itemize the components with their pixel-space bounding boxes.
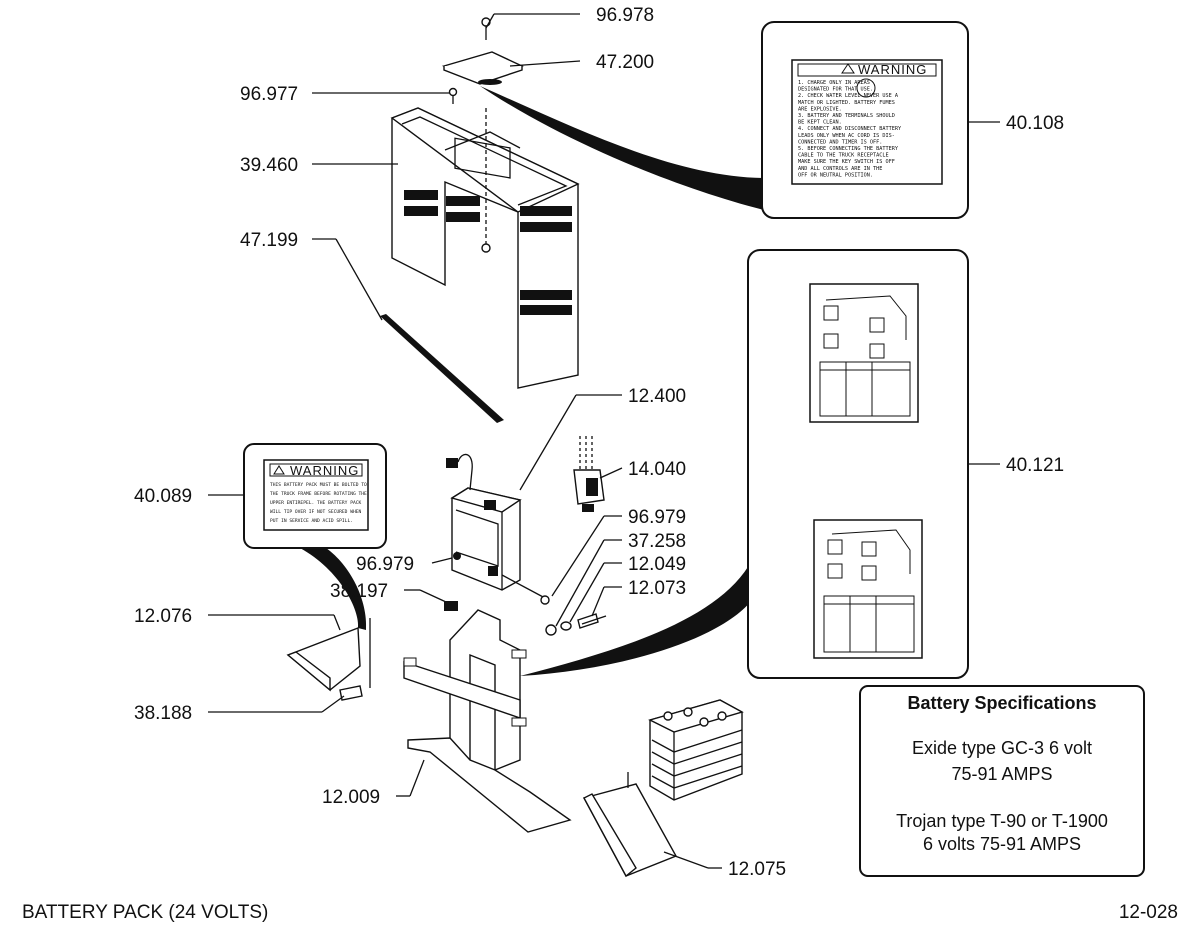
warning-decal-top-line-14: OFF OR NEUTRAL POSITION.: [798, 172, 873, 178]
warning-decal-top-line-2: 2. CHECK WATER LEVEL NEVER USE A: [798, 93, 899, 99]
callout-14040: 14.040: [628, 459, 686, 480]
warning-decal-left-title: WARNING: [290, 463, 359, 478]
warning-decal-top-title: WARNING: [858, 62, 927, 77]
page-title: BATTERY PACK (24 VOLTS): [22, 902, 268, 923]
warning-decal-left-line-1: THE TRUCK FRAME BEFORE ROTATING THE: [270, 491, 367, 497]
callout-39460: 39.460: [240, 155, 298, 176]
warning-decal-left-line-2: UPPER ENTIREPEL. THE BATTERY PACK: [270, 500, 362, 506]
warning-decal-left-line-0: THIS BATTERY PACK MUST BE BOLTED TO: [270, 482, 367, 488]
hardware-small: [453, 552, 607, 636]
side-tray-12076: [286, 618, 371, 692]
callout-40121: 40.121: [1006, 455, 1064, 476]
wiring-decal-upper: [809, 283, 919, 423]
callout-12075: 12.075: [728, 859, 786, 880]
callout-96979-right: 96.979: [628, 507, 686, 528]
cover-plate-47200: [441, 51, 524, 85]
callout-38188: 38.188: [134, 703, 192, 724]
warning-decal-top-line-0: 1. CHARGE ONLY IN AREAS: [798, 80, 870, 86]
warning-decal-top-line-10: 5. BEFORE CONNECTING THE BATTERY: [798, 146, 899, 152]
decal-pointer-40108: [480, 86, 772, 212]
callout-96979-left: 96.979: [356, 554, 414, 575]
decal-pointer-40089: [300, 548, 367, 630]
warning-decal-top-line-3: MATCH OR LIGHTED. BATTERY FUMES: [798, 100, 895, 106]
warning-decal-left-line-3: WILL TIP OVER IF NOT SECURED WHEN: [270, 509, 362, 515]
specs-line-1: Exide type GC-3 6 volt: [912, 738, 1092, 758]
specs-title: Battery Specifications: [907, 693, 1096, 713]
warning-decal-top-line-8: LEADS ONLY WHEN AC CORD IS DIS-: [798, 133, 895, 139]
warning-decal-top-line-5: 3. BATTERY AND TERMINALS SHOULD: [798, 113, 895, 119]
battery-cover-39460: [390, 107, 580, 389]
screw-96977: [448, 87, 458, 104]
callout-12400: 12.400: [628, 386, 686, 407]
clip-38197: [444, 601, 458, 611]
callout-12049: 12.049: [628, 554, 686, 575]
warning-decal-top-line-7: 4. CONNECT AND DISCONNECT BATTERY: [798, 126, 902, 132]
connector-14040: [573, 436, 605, 512]
callout-47200: 47.200: [596, 52, 654, 73]
screw-96978: [481, 17, 491, 40]
trim-strip-47199: [380, 314, 504, 423]
battery-specifications-box: Battery Specifications Exide type GC-3 6…: [859, 685, 1145, 877]
decal-pointer-40121: [520, 560, 752, 676]
callout-38197: 38.197: [330, 581, 388, 602]
battery-frame-12009: [403, 609, 572, 833]
callout-47199: 47.199: [240, 230, 298, 251]
callout-40089: 40.089: [134, 486, 192, 507]
wiring-decal-lower: [813, 519, 923, 659]
warning-decal-left-lines: THIS BATTERY PACK MUST BE BOLTED TO THE T…: [270, 482, 367, 524]
warning-decal-top-line-4: ARE EXPLOSIVE.: [798, 106, 842, 112]
wiring-decal-box: [747, 249, 969, 679]
callout-96977: 96.977: [240, 84, 298, 105]
warning-decal-left-line-4: PUT IN SERVICE AND ACID SPILL.: [270, 518, 353, 524]
warning-decal-top-line-1: DESIGNATED FOR THAT USE.: [798, 87, 873, 93]
clip-38188: [339, 685, 363, 701]
callout-40108: 40.108: [1006, 113, 1064, 134]
specs-line-4: 6 volts 75-91 AMPS: [923, 834, 1081, 854]
leader-lines: [208, 13, 1000, 869]
callout-37258: 37.258: [628, 531, 686, 552]
warning-decal-top-line-12: MAKE SURE THE KEY SWITCH IS OFF: [798, 159, 895, 165]
callout-labels: 96.978 47.200 96.977 39.460 47.199 40.10…: [134, 5, 1064, 880]
battery-stack: [648, 699, 744, 801]
specs-line-2: 75-91 AMPS: [951, 764, 1052, 784]
warning-decal-top-line-13: AND ALL CONTROLS ARE IN THE: [798, 166, 882, 172]
specs-line-3: Trojan type T-90 or T-1900: [896, 811, 1108, 831]
warning-decal-top-line-9: CONNECTED AND TIMER IS OFF.: [798, 139, 882, 145]
page-number: 12-028: [1119, 902, 1178, 923]
warning-decal-top-box: WARNING 1. CHARGE ONLY IN AREASDESIGNATE…: [761, 21, 969, 219]
callout-12009: 12.009: [322, 787, 380, 808]
callout-12076: 12.076: [134, 606, 192, 627]
callout-96978: 96.978: [596, 5, 654, 26]
callout-12073: 12.073: [628, 578, 686, 599]
warning-decal-left-box: WARNING THIS BATTERY PACK MUST BE BOLTED…: [243, 443, 387, 549]
charger-unit-12400: [446, 453, 546, 599]
warning-decal-top-line-11: CABLE TO THE TRUCK RECEPTACLE: [798, 153, 889, 159]
warning-decal-top-line-6: BE KEPT CLEAN.: [798, 120, 842, 126]
